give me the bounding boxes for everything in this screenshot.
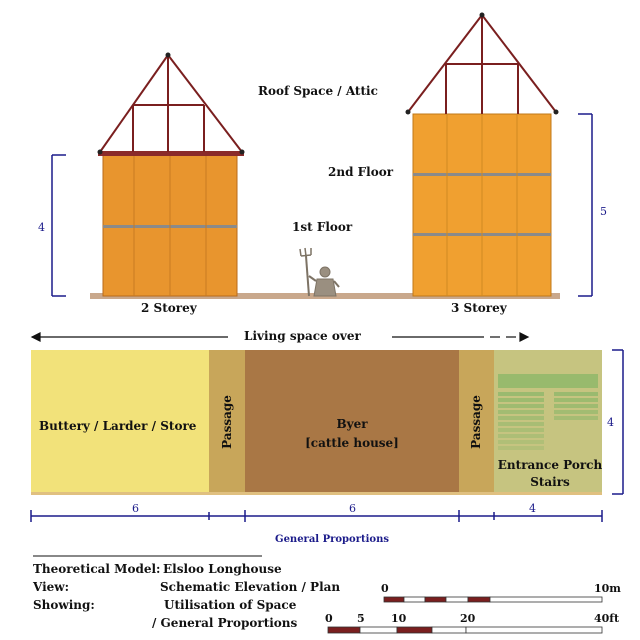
view-value: Schematic Elevation / Plan bbox=[160, 580, 341, 594]
two-storey-caption: 2 Storey bbox=[141, 301, 197, 315]
peg bbox=[553, 109, 559, 115]
figure-arm bbox=[333, 280, 340, 288]
metric-end-label: 10m bbox=[594, 582, 621, 595]
stairs bbox=[498, 374, 598, 450]
right-rafter bbox=[407, 14, 483, 113]
view-label: View: bbox=[33, 580, 70, 594]
buttery-label: Buttery / Larder / Store bbox=[39, 419, 197, 433]
model-value: Elsloo Longhouse bbox=[163, 562, 282, 576]
plan-baseline bbox=[31, 492, 602, 495]
imperial-scale-bar bbox=[327, 626, 603, 634]
right-passage-label: Passage bbox=[469, 395, 483, 449]
figure-head bbox=[319, 266, 331, 278]
metric-start-label: 0 bbox=[381, 582, 389, 595]
imperial-end-label: 40ft bbox=[594, 612, 620, 625]
stairs-label: Stairs bbox=[530, 475, 570, 489]
first-floor-label: 1st Floor bbox=[292, 220, 353, 234]
buttery-room bbox=[31, 350, 209, 494]
peg bbox=[239, 149, 245, 155]
showing-value-2: / General Proportions bbox=[152, 616, 298, 630]
plan-depth-value: 4 bbox=[607, 416, 614, 429]
showing-label: Showing: bbox=[33, 598, 95, 612]
left-rafter bbox=[99, 54, 169, 153]
byer-sublabel: [cattle house] bbox=[305, 436, 399, 450]
living-space-arrows bbox=[30, 332, 530, 342]
left-passage-label: Passage bbox=[220, 395, 234, 449]
model-label: Theoretical Model: bbox=[33, 562, 161, 576]
left-roof-plate bbox=[98, 151, 244, 156]
farmer-figure bbox=[299, 247, 340, 297]
plan-dim-entrance: 4 bbox=[529, 502, 536, 515]
plan-depth-dimension bbox=[612, 349, 624, 495]
pitchfork-handle bbox=[305, 255, 310, 297]
entrance-porch-label: Entrance Porch bbox=[497, 458, 603, 472]
right-rafter bbox=[481, 14, 557, 113]
imperial-20-label: 20 bbox=[460, 612, 476, 625]
figure-body bbox=[313, 278, 337, 297]
imperial-10-label: 10 bbox=[391, 612, 407, 625]
peg bbox=[405, 109, 411, 115]
right-height-dimension bbox=[578, 113, 593, 297]
peg bbox=[97, 149, 103, 155]
plan-length-dimension bbox=[30, 510, 603, 522]
left-house bbox=[97, 52, 245, 297]
plan-dim-buttery: 6 bbox=[132, 502, 139, 515]
general-proportions-label: General Proportions bbox=[275, 534, 389, 545]
imperial-start-label: 0 bbox=[325, 612, 333, 625]
byer-room bbox=[245, 350, 459, 494]
byer-label: Byer bbox=[336, 417, 368, 431]
peg bbox=[165, 52, 171, 58]
showing-value: Utilisation of Space bbox=[164, 598, 297, 612]
plan-dim-byer: 6 bbox=[349, 502, 356, 515]
figure-arm bbox=[308, 275, 317, 282]
pitchfork-tines bbox=[299, 247, 312, 257]
left-height-dimension bbox=[51, 154, 66, 297]
living-space-label: Living space over bbox=[244, 329, 361, 343]
second-floor-label: 2nd Floor bbox=[328, 165, 394, 179]
imperial-5-label: 5 bbox=[357, 612, 365, 625]
left-passage bbox=[209, 350, 245, 494]
left-rafter bbox=[167, 54, 243, 153]
roof-space-label: Roof Space / Attic bbox=[258, 84, 378, 98]
right-height-value: 5 bbox=[600, 205, 607, 218]
metric-scale-bar bbox=[383, 596, 603, 603]
right-passage bbox=[459, 350, 494, 494]
left-height-value: 4 bbox=[38, 221, 45, 234]
right-house bbox=[405, 12, 559, 297]
peg bbox=[479, 12, 485, 18]
three-storey-caption: 3 Storey bbox=[451, 301, 507, 315]
